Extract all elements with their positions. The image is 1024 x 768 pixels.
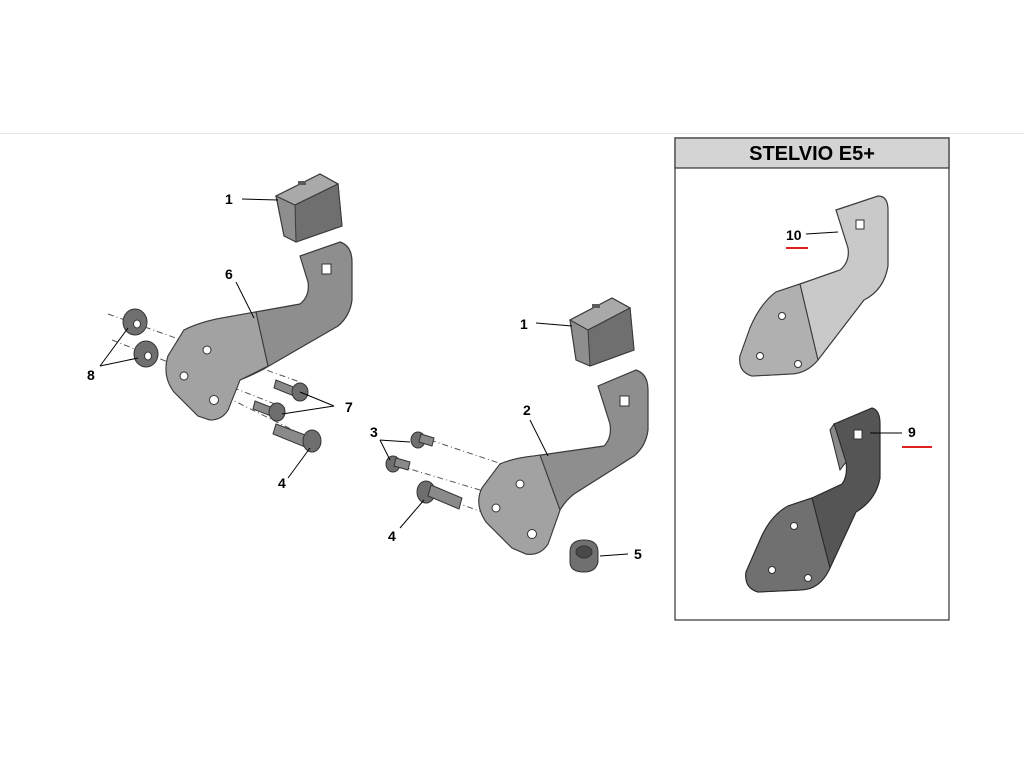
callout-bolt-right: 4 xyxy=(388,528,396,544)
leader-line xyxy=(535,322,573,327)
leader-line xyxy=(299,391,335,407)
long-bolt-right xyxy=(416,480,463,510)
small-screw-upper xyxy=(410,431,435,449)
leader-line xyxy=(235,281,255,319)
washer-lower xyxy=(133,340,159,368)
stelvio-e5-panel: STELVIO E5+ 10 9 xyxy=(674,137,950,621)
leader-line xyxy=(379,439,411,443)
screw-upper xyxy=(273,379,309,402)
callout-bracket-right: 2 xyxy=(523,402,531,418)
axis-line xyxy=(179,373,306,437)
page-divider xyxy=(0,133,1024,134)
bracket-left xyxy=(165,241,353,421)
spacer-bushing xyxy=(569,539,599,573)
long-bolt-left xyxy=(272,423,322,453)
callout-spacer: 5 xyxy=(634,546,642,562)
leader-line xyxy=(805,231,839,235)
panel-title: STELVIO E5+ xyxy=(749,143,875,165)
callout-washers: 8 xyxy=(87,367,95,383)
bracket-e5-upper xyxy=(739,195,889,377)
callout-bracket-e5-upper: 10 xyxy=(786,227,802,243)
rubber-bumper-right xyxy=(568,297,635,367)
rubber-bumper-left xyxy=(274,173,343,243)
leader-line xyxy=(99,357,139,367)
axis-line xyxy=(107,313,301,383)
leader-line xyxy=(529,419,549,457)
callout-bolt-left: 4 xyxy=(278,475,286,491)
leader-line xyxy=(281,405,335,415)
callout-screw-small: 3 xyxy=(370,424,378,440)
callout-screws-pair: 7 xyxy=(345,399,353,415)
leader-line xyxy=(99,327,129,367)
washer-upper xyxy=(122,308,148,336)
callout-bracket-e5-lower: 9 xyxy=(908,424,916,440)
leader-line xyxy=(379,439,391,461)
leader-line xyxy=(399,499,425,529)
bracket-e5-lower xyxy=(745,407,881,593)
leader-line xyxy=(599,553,629,557)
screw-lower xyxy=(252,400,286,422)
bracket-right xyxy=(478,369,649,555)
callout-bumper-left: 1 xyxy=(225,191,233,207)
leader-line xyxy=(241,198,279,201)
leader-line xyxy=(287,447,311,479)
callout-bumper-right: 1 xyxy=(520,316,528,332)
callout-bracket-left: 6 xyxy=(225,266,233,282)
